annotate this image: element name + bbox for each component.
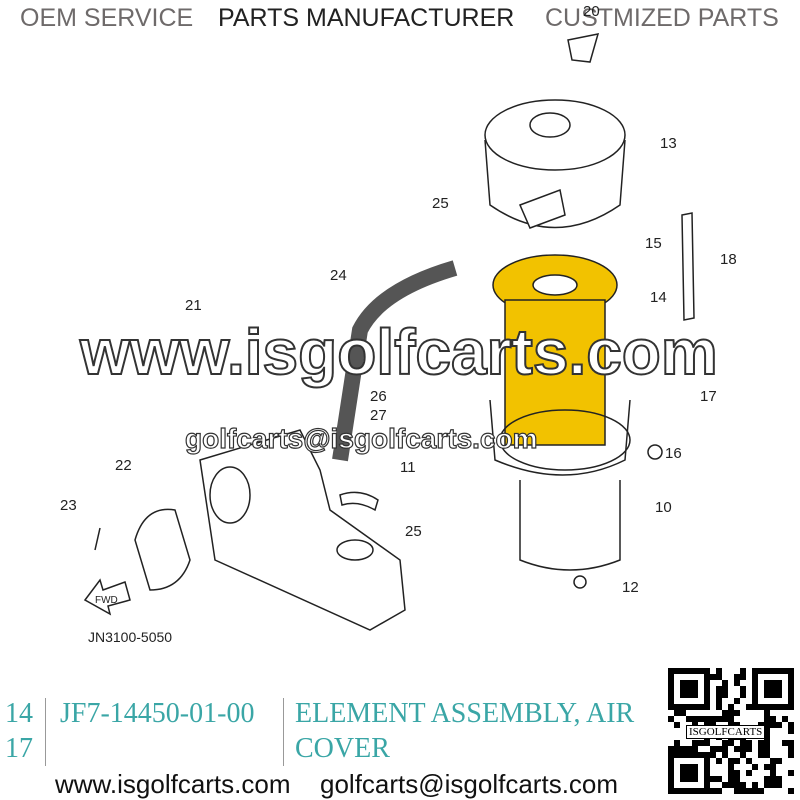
part-12-plug [573,575,587,589]
ref: 17 [5,733,33,764]
header-customized-parts: CUSTMIZED PARTS [545,4,779,32]
callout-23: 23 [60,497,77,514]
callout-12: 12 [622,579,639,596]
part-14-element-highlight [492,254,618,446]
description: ELEMENT ASSEMBLY, AIR [295,698,635,729]
part-25-clamp [339,491,379,512]
footer-site: www.isgolfcarts.com [55,769,291,799]
fwd-label: FWD [95,595,118,606]
callout-25: 25 [432,195,449,212]
callout-16: 16 [665,445,682,462]
qr-caption: ISGOLFCARTS [686,725,766,739]
callout-13: 13 [660,135,677,152]
part-18-strap [681,212,695,321]
part-23-bolt [94,527,101,551]
callout-20: 20 [583,3,600,20]
header-parts-manufacturer: PARTS MANUFACTURER [218,4,515,32]
part-13-air-cleaner-cover [484,99,626,229]
description: COVER [295,733,390,764]
part-10-case [489,399,631,571]
callout-14: 14 [650,289,667,306]
divider [283,698,284,766]
divider [45,698,46,766]
part-16-plug [647,444,663,460]
part-number: JF7-14450-01-00 [60,698,255,729]
part-22-cover [134,508,191,591]
callout-25: 25 [405,523,422,540]
callout-15: 15 [645,235,662,252]
parts-row-14: 14 JF7-14450-01-00 ELEMENT ASSEMBLY, AIR [0,700,660,730]
callout-21: 21 [185,297,202,314]
header-oem-service: OEM SERVICE [20,4,194,32]
qr-code: ISGOLFCARTS [668,668,794,794]
part-24-hose [332,260,458,462]
callout-24: 24 [330,267,347,284]
callout-27: 27 [370,407,387,424]
watermark-email: golfcarts@isgolfcarts.com [184,423,538,454]
callout-11: 11 [400,459,416,476]
parts-row-17: 17 COVER [0,735,660,765]
part-21-intake-box [199,429,406,631]
drawing-number: JN3100-5050 [88,629,172,645]
fwd-arrow [83,578,131,616]
callout-22: 22 [115,457,132,474]
part-20-cap [567,33,600,63]
watermark-site: www.isgolfcarts.com [79,316,719,388]
callout-18: 18 [720,251,737,268]
footer-email: golfcarts@isgolfcarts.com [320,769,619,799]
ref: 14 [5,698,33,729]
callout-17: 17 [700,388,717,405]
callout-26: 26 [370,388,387,405]
callout-10: 10 [655,499,672,516]
